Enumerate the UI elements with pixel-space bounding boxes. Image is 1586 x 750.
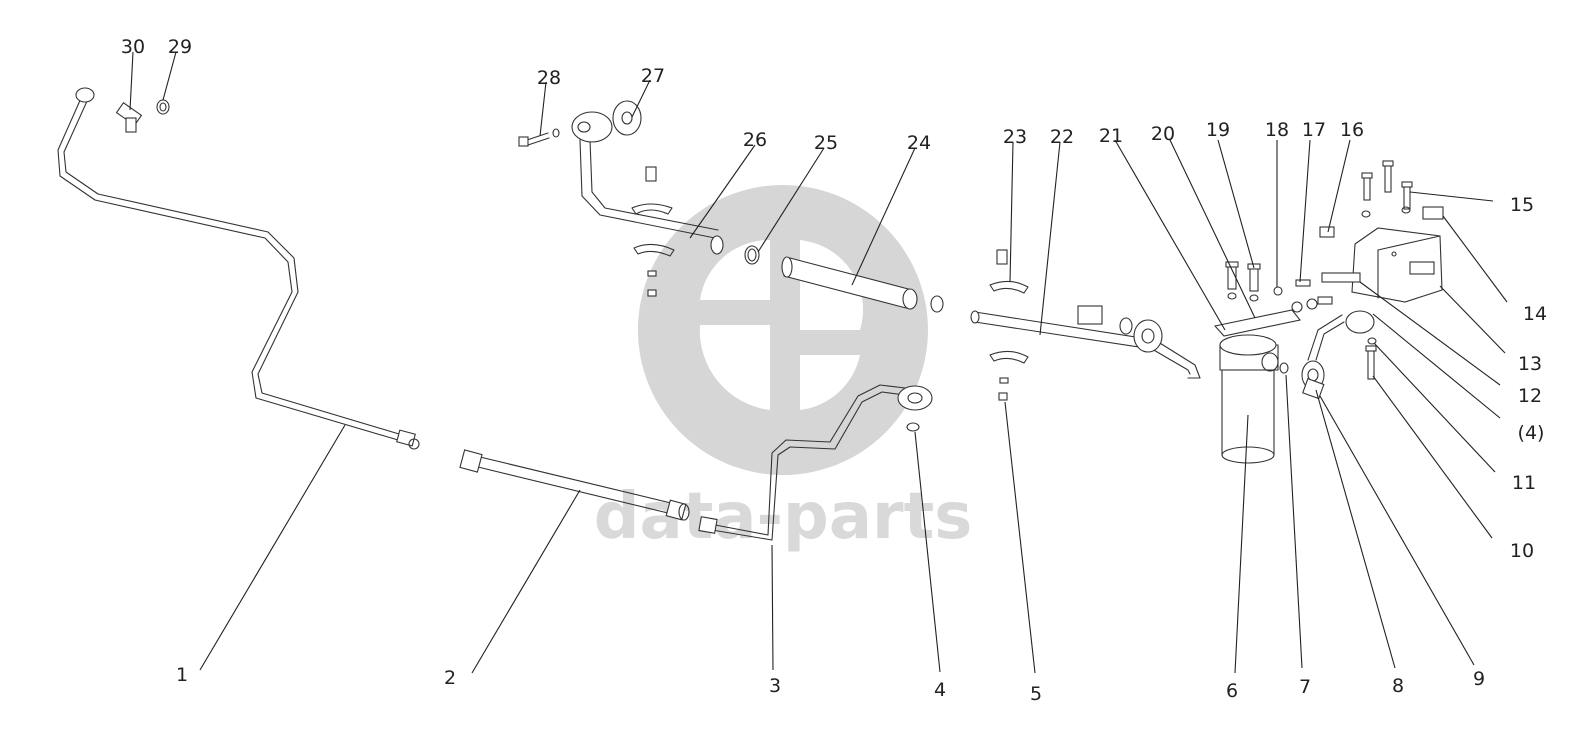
part-26-pipe	[571, 111, 724, 255]
leader-24	[851, 147, 916, 286]
leader-22	[1039, 141, 1061, 336]
part-15-bolts	[1361, 160, 1413, 218]
leader-15	[1409, 191, 1494, 202]
leader-10	[1372, 375, 1493, 539]
callout-30: 30	[121, 36, 145, 58]
part-1-pipe	[57, 87, 420, 450]
callout-6: 6	[1226, 680, 1238, 702]
part-3-pipe	[698, 384, 933, 541]
leader-12	[1359, 281, 1501, 386]
part-24-hose	[781, 256, 944, 313]
callout-8: 8	[1392, 675, 1404, 697]
callout-27: 27	[641, 65, 665, 87]
part-13-pump	[1351, 227, 1443, 303]
part-27-gasket	[612, 100, 642, 136]
callout-19: 19	[1206, 119, 1230, 141]
part-9-bolt	[1302, 377, 1325, 400]
leader-9	[1319, 395, 1475, 666]
part-5-nut	[998, 392, 1008, 401]
part-8-pipe	[1301, 310, 1375, 390]
part-2-pipe	[459, 449, 690, 521]
part-17-bolt	[1295, 279, 1311, 287]
callout-5: 5	[1030, 683, 1042, 705]
watermark-text: data-parts	[594, 480, 973, 554]
callout-3: 3	[769, 675, 781, 697]
callout-2: 2	[444, 667, 456, 689]
callout-1: 1	[176, 664, 188, 686]
leader-lines	[129, 51, 1508, 674]
leader-8	[1315, 389, 1396, 669]
leader-4b	[1372, 313, 1501, 419]
leader-13	[1439, 285, 1506, 354]
callout-14: 14	[1523, 303, 1547, 325]
leader-23	[1009, 141, 1014, 283]
part-10-bolt	[1365, 345, 1377, 380]
leader-11	[1373, 342, 1496, 473]
leader-17	[1299, 139, 1311, 283]
leader-29	[162, 51, 177, 101]
part-30-banjo-bolt	[115, 102, 143, 133]
part-21-bracket	[1213, 309, 1301, 337]
leader-16	[1327, 139, 1351, 233]
callout-24: 24	[907, 132, 931, 154]
leader-21	[1114, 139, 1226, 331]
callout-18: 18	[1265, 119, 1289, 141]
part-7-seal	[1279, 362, 1289, 374]
callout-10: 10	[1510, 540, 1534, 562]
callout-11: 11	[1512, 472, 1536, 494]
part-19-bolt	[1247, 263, 1261, 302]
callout-9: 9	[1473, 668, 1485, 690]
callout-12: 12	[1518, 385, 1542, 407]
callout-20: 20	[1151, 123, 1175, 145]
part-29-washer	[156, 99, 170, 115]
callout-15: 15	[1510, 194, 1534, 216]
leader-4	[914, 431, 941, 673]
leader-25	[757, 147, 825, 253]
leader-28	[539, 81, 547, 137]
leader-2	[471, 489, 581, 674]
part-18-washer	[1273, 286, 1283, 296]
callout-4: 4	[934, 679, 946, 701]
callout-21: 21	[1099, 125, 1123, 147]
part-20-bolt	[1225, 261, 1239, 300]
part-25-hose-clamp	[744, 245, 760, 265]
leader-7	[1285, 374, 1303, 669]
part-6-filter	[1219, 334, 1279, 464]
part-22-pipe	[970, 305, 1201, 379]
leader-3	[771, 544, 774, 671]
callout-28: 28	[537, 67, 561, 89]
part-14-bolt	[1422, 206, 1444, 220]
leader-5	[1004, 401, 1036, 674]
callout-labels: 1 2 3 4 5 6 7 8 9 10 11 (4) 12 13 14 15 …	[121, 36, 1547, 705]
leader-14	[1442, 215, 1508, 303]
callout-16: 16	[1340, 119, 1364, 141]
callout-22: 22	[1050, 126, 1074, 148]
watermark: data-parts	[594, 185, 973, 554]
leader-27	[631, 79, 651, 118]
callout-29: 29	[168, 36, 192, 58]
callout-26: 26	[743, 129, 767, 151]
callout-4b: (4)	[1518, 422, 1545, 444]
watermark-logo	[637, 185, 928, 475]
part-16-bolt	[1291, 226, 1335, 313]
leader-6	[1234, 414, 1249, 674]
callout-25: 25	[814, 132, 838, 154]
callout-23: 23	[1003, 126, 1027, 148]
part-12-shaft	[1321, 272, 1361, 283]
leader-26	[689, 144, 756, 239]
leader-20	[1169, 139, 1256, 319]
callout-7: 7	[1299, 676, 1311, 698]
leader-19	[1217, 139, 1255, 269]
leader-30	[129, 51, 134, 111]
part-23-clamp	[989, 249, 1029, 384]
part-11-washer	[1367, 337, 1377, 345]
part-4-washer	[906, 422, 920, 432]
leader-1	[199, 424, 346, 671]
part-28-bolt	[518, 128, 560, 147]
pipe-clamp-upper-left	[631, 166, 675, 297]
callout-13: 13	[1518, 353, 1542, 375]
callout-17: 17	[1302, 119, 1326, 141]
